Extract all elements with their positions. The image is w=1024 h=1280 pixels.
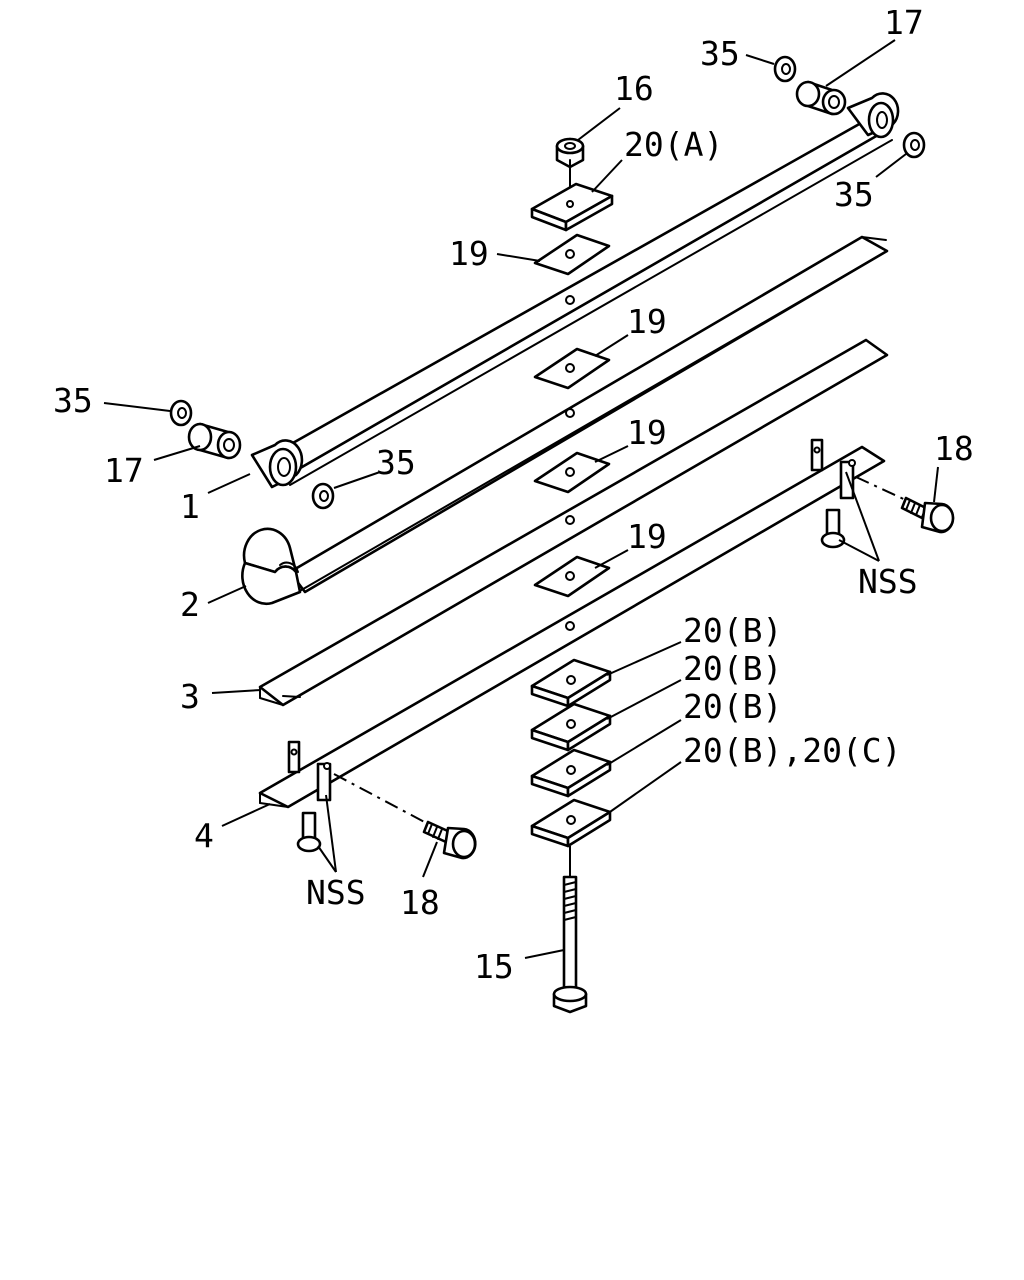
leaf-2-wrapped-eye bbox=[241, 527, 302, 606]
plate-20bc bbox=[530, 798, 612, 848]
spacer-19-a bbox=[533, 233, 611, 276]
bushing-17-left bbox=[187, 422, 242, 460]
leader-lines bbox=[103, 39, 939, 959]
label-3: 3 bbox=[180, 677, 200, 716]
rivet-left bbox=[296, 811, 322, 853]
leaf-4-front-clip bbox=[287, 740, 332, 802]
leaf-1-front-eye bbox=[250, 439, 304, 489]
label-35-mid: 35 bbox=[376, 443, 416, 482]
label-18-left: 18 bbox=[400, 883, 440, 922]
label-19-a: 19 bbox=[449, 234, 489, 273]
plate-20b-2 bbox=[530, 702, 612, 752]
washer-35-top-left bbox=[773, 55, 797, 83]
washer-35-mid bbox=[311, 482, 335, 510]
bushing-17-top bbox=[795, 80, 847, 116]
leaf-4-rear-clip bbox=[810, 438, 856, 500]
spacer-19-b bbox=[533, 347, 611, 390]
leaf-4 bbox=[258, 445, 886, 809]
label-35-left: 35 bbox=[53, 381, 93, 420]
label-19-b: 19 bbox=[627, 302, 667, 341]
label-35-top-right: 35 bbox=[834, 175, 874, 214]
clip-bolt-right bbox=[855, 476, 955, 534]
plate-20b-3 bbox=[530, 748, 612, 798]
label-20b-1: 20(B) bbox=[683, 611, 782, 650]
label-20b-3: 20(B) bbox=[683, 687, 782, 726]
leaf-1-rear-eye bbox=[846, 92, 900, 139]
leaf-3 bbox=[258, 338, 889, 707]
washer-35-left bbox=[169, 399, 193, 427]
label-20bc: 20(B),20(C) bbox=[683, 731, 902, 770]
label-35-top-left: 35 bbox=[700, 34, 740, 73]
label-17-top: 17 bbox=[884, 3, 924, 42]
label-15: 15 bbox=[474, 947, 514, 986]
label-1: 1 bbox=[180, 487, 200, 526]
nut-16 bbox=[555, 137, 585, 169]
leaf-2 bbox=[288, 235, 889, 594]
washer-35-top-right bbox=[902, 131, 926, 159]
center-bolt-15 bbox=[552, 875, 588, 1014]
rivet-right bbox=[820, 508, 846, 549]
label-20a: 20(A) bbox=[624, 125, 723, 164]
plate-20a bbox=[530, 182, 614, 232]
spacer-19-d bbox=[533, 555, 611, 598]
spacer-19-c bbox=[533, 451, 611, 494]
label-16: 16 bbox=[614, 69, 654, 108]
label-17-left: 17 bbox=[104, 451, 144, 490]
label-nss-left: NSS bbox=[306, 873, 366, 912]
label-18-right: 18 bbox=[934, 429, 974, 468]
label-19-d: 19 bbox=[627, 517, 667, 556]
label-20b-2: 20(B) bbox=[683, 649, 782, 688]
clip-bolt-left bbox=[333, 773, 477, 860]
label-2: 2 bbox=[180, 585, 200, 624]
label-19-c: 19 bbox=[627, 413, 667, 452]
label-4: 4 bbox=[194, 816, 214, 855]
label-nss-right: NSS bbox=[858, 562, 918, 601]
plate-20b-1 bbox=[530, 658, 612, 708]
